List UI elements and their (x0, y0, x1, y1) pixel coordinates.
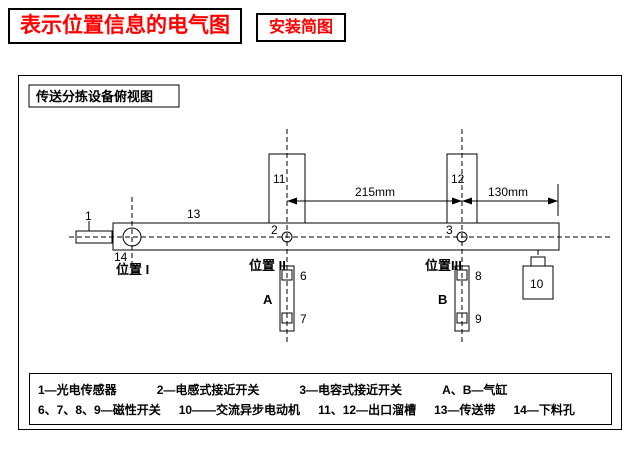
label-1: 1 (85, 209, 92, 223)
label-13: 13 (187, 207, 201, 221)
label-8: 8 (475, 269, 482, 283)
legend-item: 1—光电传感器 (38, 383, 117, 397)
dimension-215mm: 215mm (287, 185, 462, 205)
legend-item: 13—传送带 (434, 403, 496, 417)
feeding-hole (122, 227, 142, 247)
legend-item: 6、7、8、9—磁性开关 (38, 403, 161, 417)
page-subtitle: 安装简图 (256, 13, 347, 43)
label-position-2: 位置 II (249, 258, 286, 273)
ac-motor (522, 250, 554, 300)
legend-item: 2—电感式接近开关 (156, 383, 260, 397)
conveyor-top-view-diagram: 传送分拣设备俯视图 (28, 84, 611, 344)
inductive-switch-point (281, 231, 293, 243)
legend-item: 11、12—出口溜槽 (318, 403, 417, 417)
dimension-130mm-label: 130mm (488, 185, 528, 199)
legend: 1—光电传感器 2—电感式接近开关 3—电容式接近开关 A、B—气缸 6、7、8… (29, 373, 612, 425)
page-title: 表示位置信息的电气图 (8, 8, 242, 45)
label-6: 6 (300, 269, 307, 283)
page-subtitle-text: 安装简图 (269, 19, 334, 36)
label-cylinder-b: B (438, 292, 447, 307)
label-position-3: 位置III (425, 258, 462, 273)
label-3: 3 (446, 223, 453, 237)
dimension-130mm: 130mm (462, 184, 559, 216)
diagram-caption: 传送分拣设备俯视图 (35, 89, 153, 104)
label-12: 12 (451, 172, 465, 186)
capacitive-switch-point (456, 231, 468, 243)
dimension-215mm-label: 215mm (355, 185, 395, 199)
label-14: 14 (114, 250, 128, 264)
label-position-1: 位置 I (116, 262, 149, 277)
diagram-caption-box: 传送分拣设备俯视图 (28, 84, 180, 108)
label-cylinder-a: A (263, 292, 273, 307)
legend-row-1: 1—光电传感器 2—电感式接近开关 3—电容式接近开关 A、B—气缸 (38, 381, 603, 398)
centerlines (69, 129, 611, 344)
label-11: 11 (273, 172, 286, 186)
diagram-container: 传送分拣设备俯视图 (18, 75, 622, 430)
legend-item: 10——交流异步电动机 (178, 403, 301, 417)
photoelectric-sensor (75, 221, 113, 244)
header: 表示位置信息的电气图 安装简图 (8, 8, 347, 45)
label-7: 7 (300, 312, 307, 326)
label-2: 2 (271, 223, 278, 237)
label-10: 10 (530, 277, 544, 291)
label-9: 9 (475, 312, 482, 326)
legend-item: A、B—气缸 (442, 383, 508, 397)
legend-row-2: 6、7、8、9—磁性开关 10——交流异步电动机 11、12—出口溜槽 13—传… (38, 401, 603, 418)
page-title-text: 表示位置信息的电气图 (20, 14, 230, 37)
legend-item: 3—电容式接近开关 (299, 383, 403, 397)
legend-item: 14—下料孔 (513, 403, 575, 417)
